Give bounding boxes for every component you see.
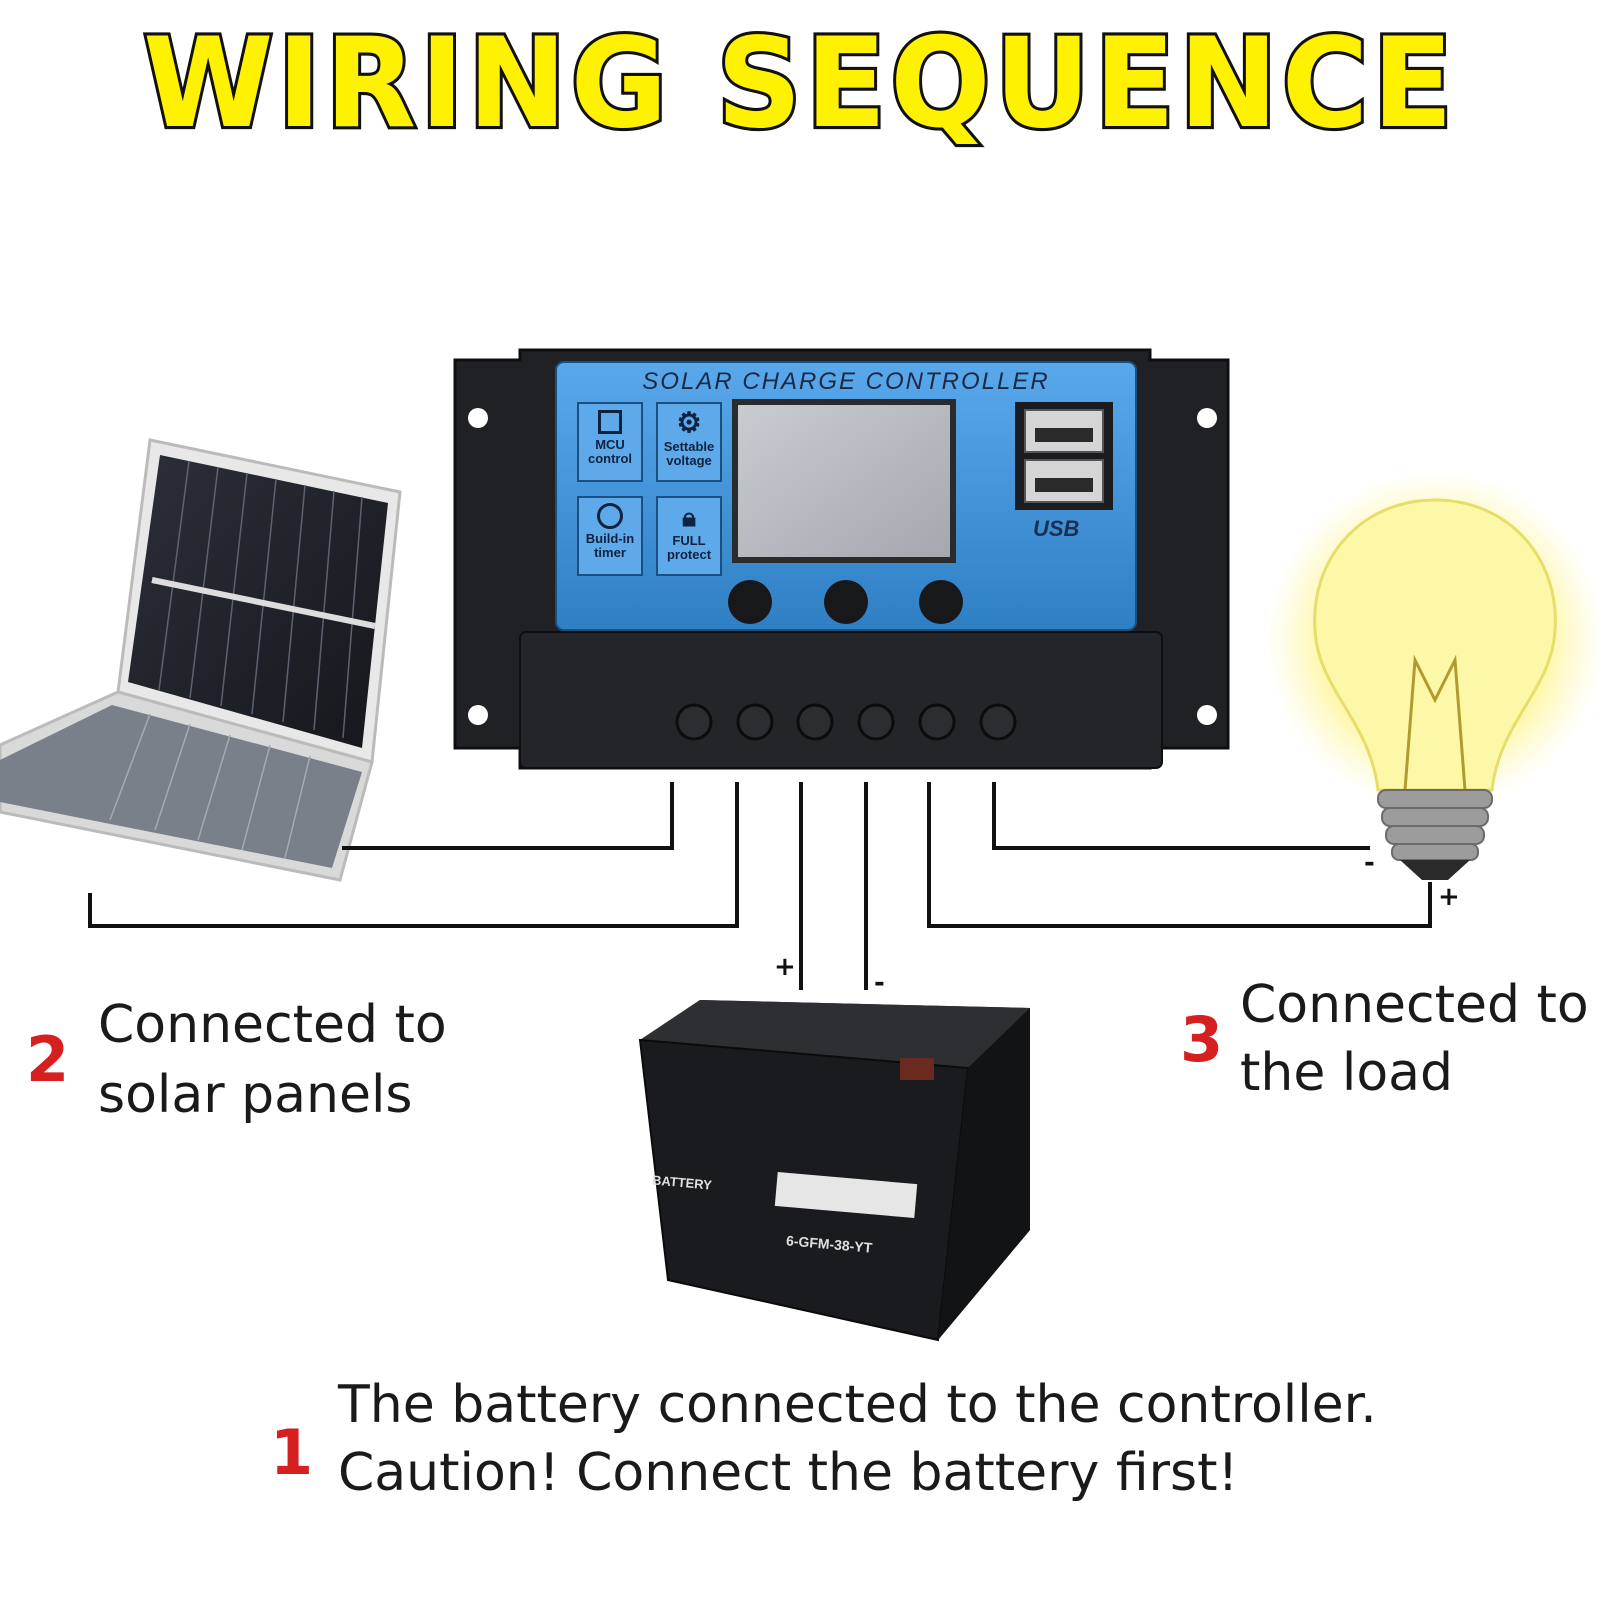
step-caption-line1: Connected to	[1240, 975, 1589, 1035]
feature-timer: Build-in timer	[577, 496, 643, 576]
load-minus-mark: -	[1364, 848, 1375, 878]
battery	[638, 1000, 1030, 1342]
step-caption-line1: Connected to	[98, 995, 447, 1055]
step-caption-line1: The battery connected to the controller.	[338, 1375, 1377, 1435]
feature-settable: ⚙ Settable voltage	[656, 402, 722, 482]
chip-icon	[598, 410, 622, 434]
lock-icon: 🔒︎	[682, 502, 696, 532]
battery-minus-mark: -	[874, 968, 885, 998]
step-number: 3	[1180, 1003, 1224, 1076]
solar-panel	[0, 438, 402, 882]
usb-label: USB	[1033, 516, 1080, 541]
wires	[88, 782, 1432, 990]
controller-label: SOLAR CHARGE CONTROLLER	[642, 368, 1050, 395]
battery-plus-mark: +	[774, 952, 796, 982]
step-caption-line2: solar panels	[98, 1065, 413, 1125]
solar-charge-controller	[453, 348, 1230, 770]
step-number: 2	[26, 1023, 70, 1096]
page-title: WIRING SEQUENCE	[140, 7, 1457, 158]
step-caption-line2: the load	[1240, 1043, 1454, 1103]
step-caption-line2: Caution! Connect the battery first!	[338, 1443, 1239, 1503]
step-number: 1	[270, 1416, 314, 1489]
light-bulb	[1265, 470, 1600, 880]
feature-mcu: MCU control	[577, 402, 643, 482]
load-plus-mark: +	[1438, 882, 1460, 912]
clock-icon	[597, 503, 623, 529]
gear-icon: ⚙	[676, 407, 702, 438]
feature-protect: 🔒︎ FULL protect	[656, 496, 722, 576]
